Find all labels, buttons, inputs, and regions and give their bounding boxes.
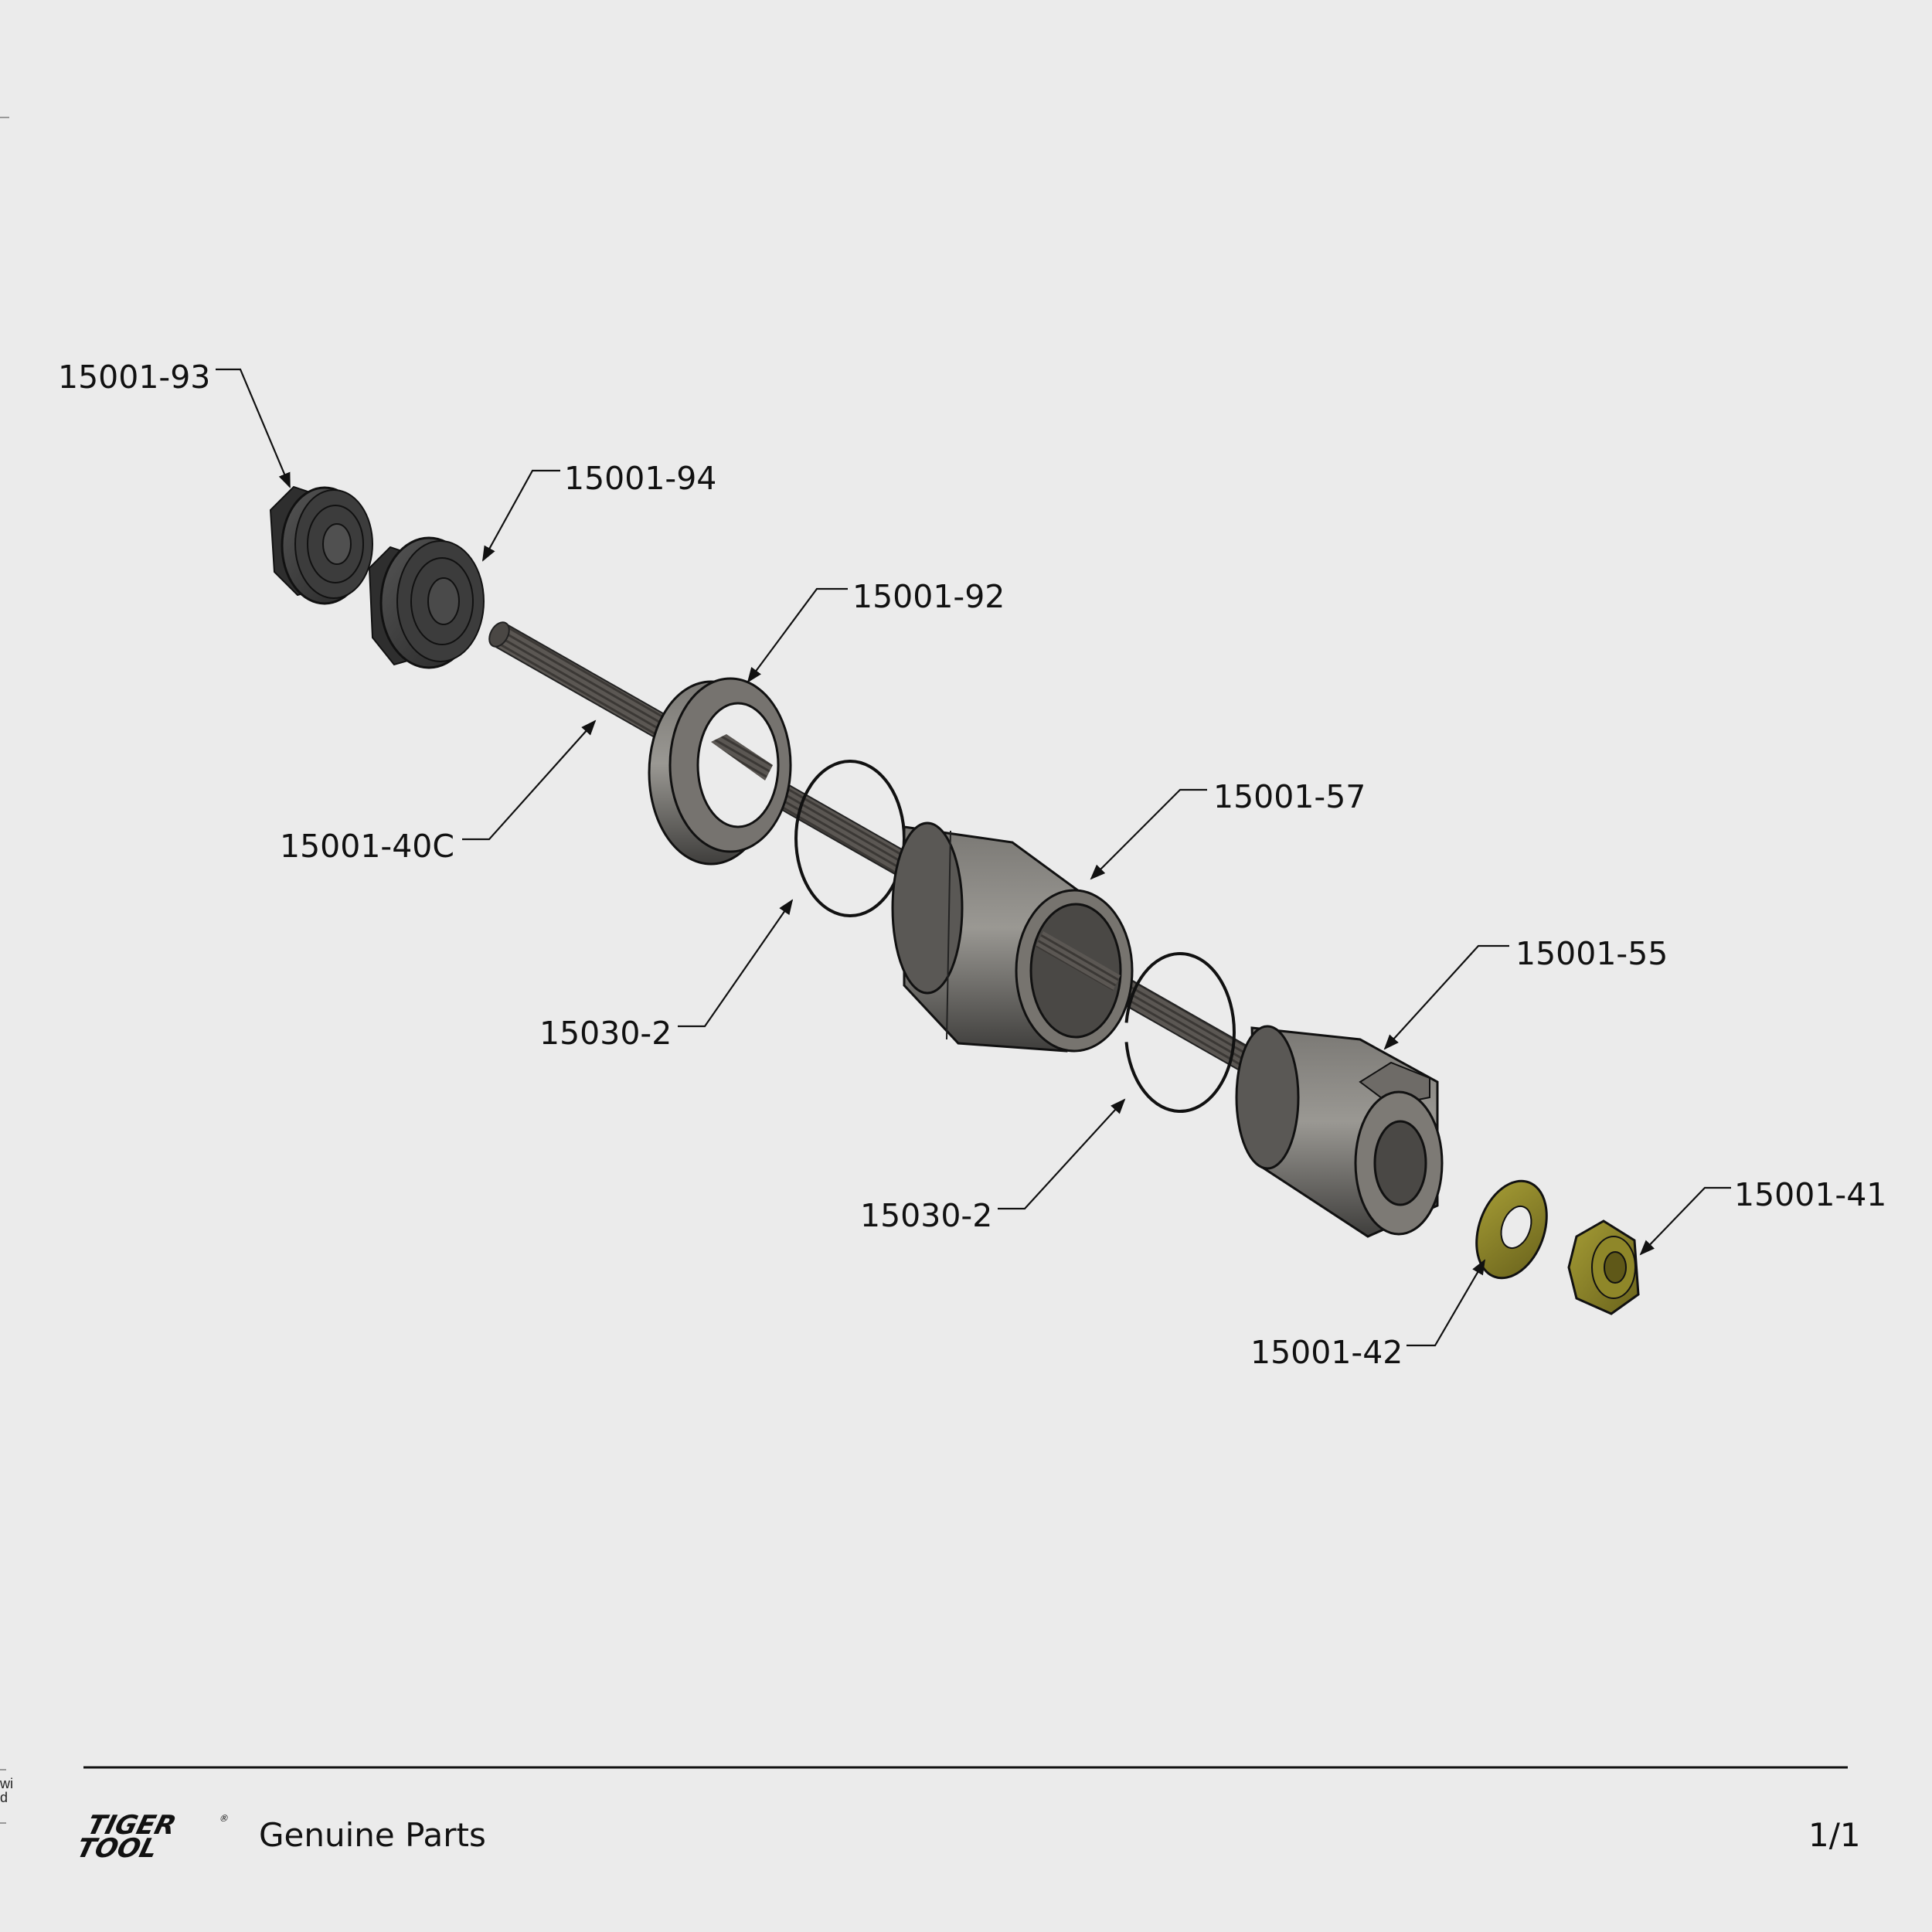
callout-label-15001-42: 15001-42: [1250, 1334, 1403, 1371]
callout-leaders: [216, 368, 1731, 1347]
logo-text: TIGER: [84, 1810, 179, 1840]
logo-text: TOOL: [73, 1833, 160, 1863]
part-15001-57-receiving-cup[interactable]: [891, 821, 1134, 1053]
callout-label-15001-40C: 15001-40C: [280, 828, 454, 865]
part-15001-93-adapter[interactable]: [269, 485, 373, 605]
callout-label-15001-41: 15001-41: [1734, 1176, 1886, 1213]
callout-label-15030-2: 15030-2: [860, 1197, 992, 1234]
callout-label-15001-93: 15001-93: [58, 359, 210, 396]
part-15001-92-ring[interactable]: [648, 677, 792, 866]
page-number: 1/1: [1808, 1816, 1861, 1854]
part-15001-94-adapter[interactable]: [368, 536, 485, 669]
part-15001-41-hex-nut[interactable]: [1567, 1219, 1640, 1315]
callout-label-15001-94: 15001-94: [564, 460, 716, 497]
part-15001-42-washer[interactable]: [1464, 1172, 1559, 1288]
part-15030-2-retaining-ring[interactable]: [1124, 952, 1236, 1113]
tiger-tool-logo: TIGER TOOL ®: [73, 1810, 230, 1863]
callout-label-15001-57: 15001-57: [1213, 778, 1366, 815]
callout-label-15001-92: 15001-92: [852, 578, 1005, 615]
callout-label-15001-55: 15001-55: [1515, 935, 1668, 972]
part-15001-55-nut-body[interactable]: [1235, 1025, 1444, 1238]
callout-label-15030-2: 15030-2: [539, 1015, 672, 1052]
registered-mark: ®: [218, 1813, 230, 1824]
edge-fragment: d: [0, 1790, 9, 1805]
part-15001-40C-threaded-rod[interactable]: [485, 619, 1253, 1072]
edge-fragment: wi: [0, 1776, 13, 1791]
footer-tagline: Genuine Parts: [259, 1816, 486, 1854]
